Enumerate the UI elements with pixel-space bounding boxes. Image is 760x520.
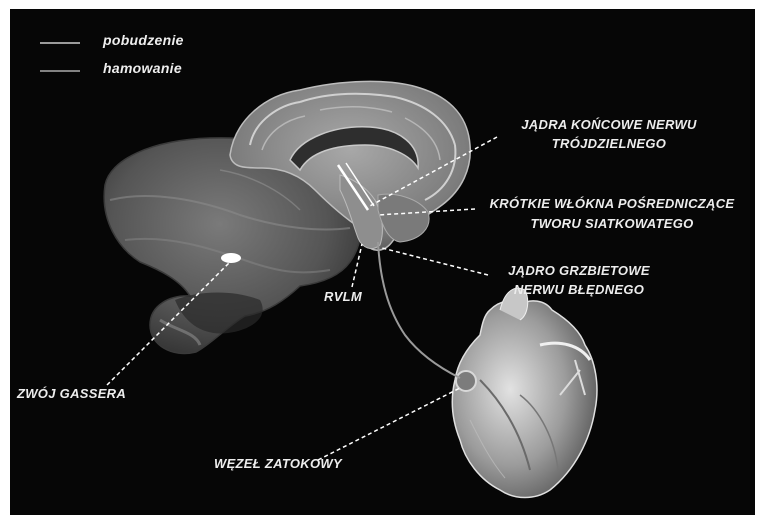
legend-inhibition-label: hamowanie (103, 60, 182, 76)
label-trigeminal-nuclei-line2: TRÓJDZIELNEGO (552, 136, 666, 151)
label-sinoatrial-node: WĘZEŁ ZATOKOWY (214, 456, 342, 471)
heart-illustration (452, 288, 597, 497)
label-reticular-fibers-line1: KRÓTKIE WŁÓKNA POŚREDNICZĄCE (490, 196, 735, 211)
label-vagus-nucleus-line2: NERWU BŁĘDNEGO (514, 282, 644, 297)
label-reticular-fibers-line2: TWORU SIATKOWATEGO (530, 216, 693, 231)
label-vagus-nucleus-line1: JĄDRO GRZBIETOWE (508, 263, 650, 278)
sinoatrial-node-marker (456, 371, 476, 391)
vagus-nerve-path (378, 242, 460, 378)
label-rvlm: RVLM (324, 289, 362, 304)
label-gasser-ganglion: ZWÓJ GASSERA (17, 386, 126, 401)
label-trigeminal-nuclei-line1: JĄDRA KOŃCOWE NERWU (521, 117, 696, 132)
legend-excitation-label: pobudzenie (103, 32, 184, 48)
gasser-ganglion-marker (221, 253, 241, 263)
